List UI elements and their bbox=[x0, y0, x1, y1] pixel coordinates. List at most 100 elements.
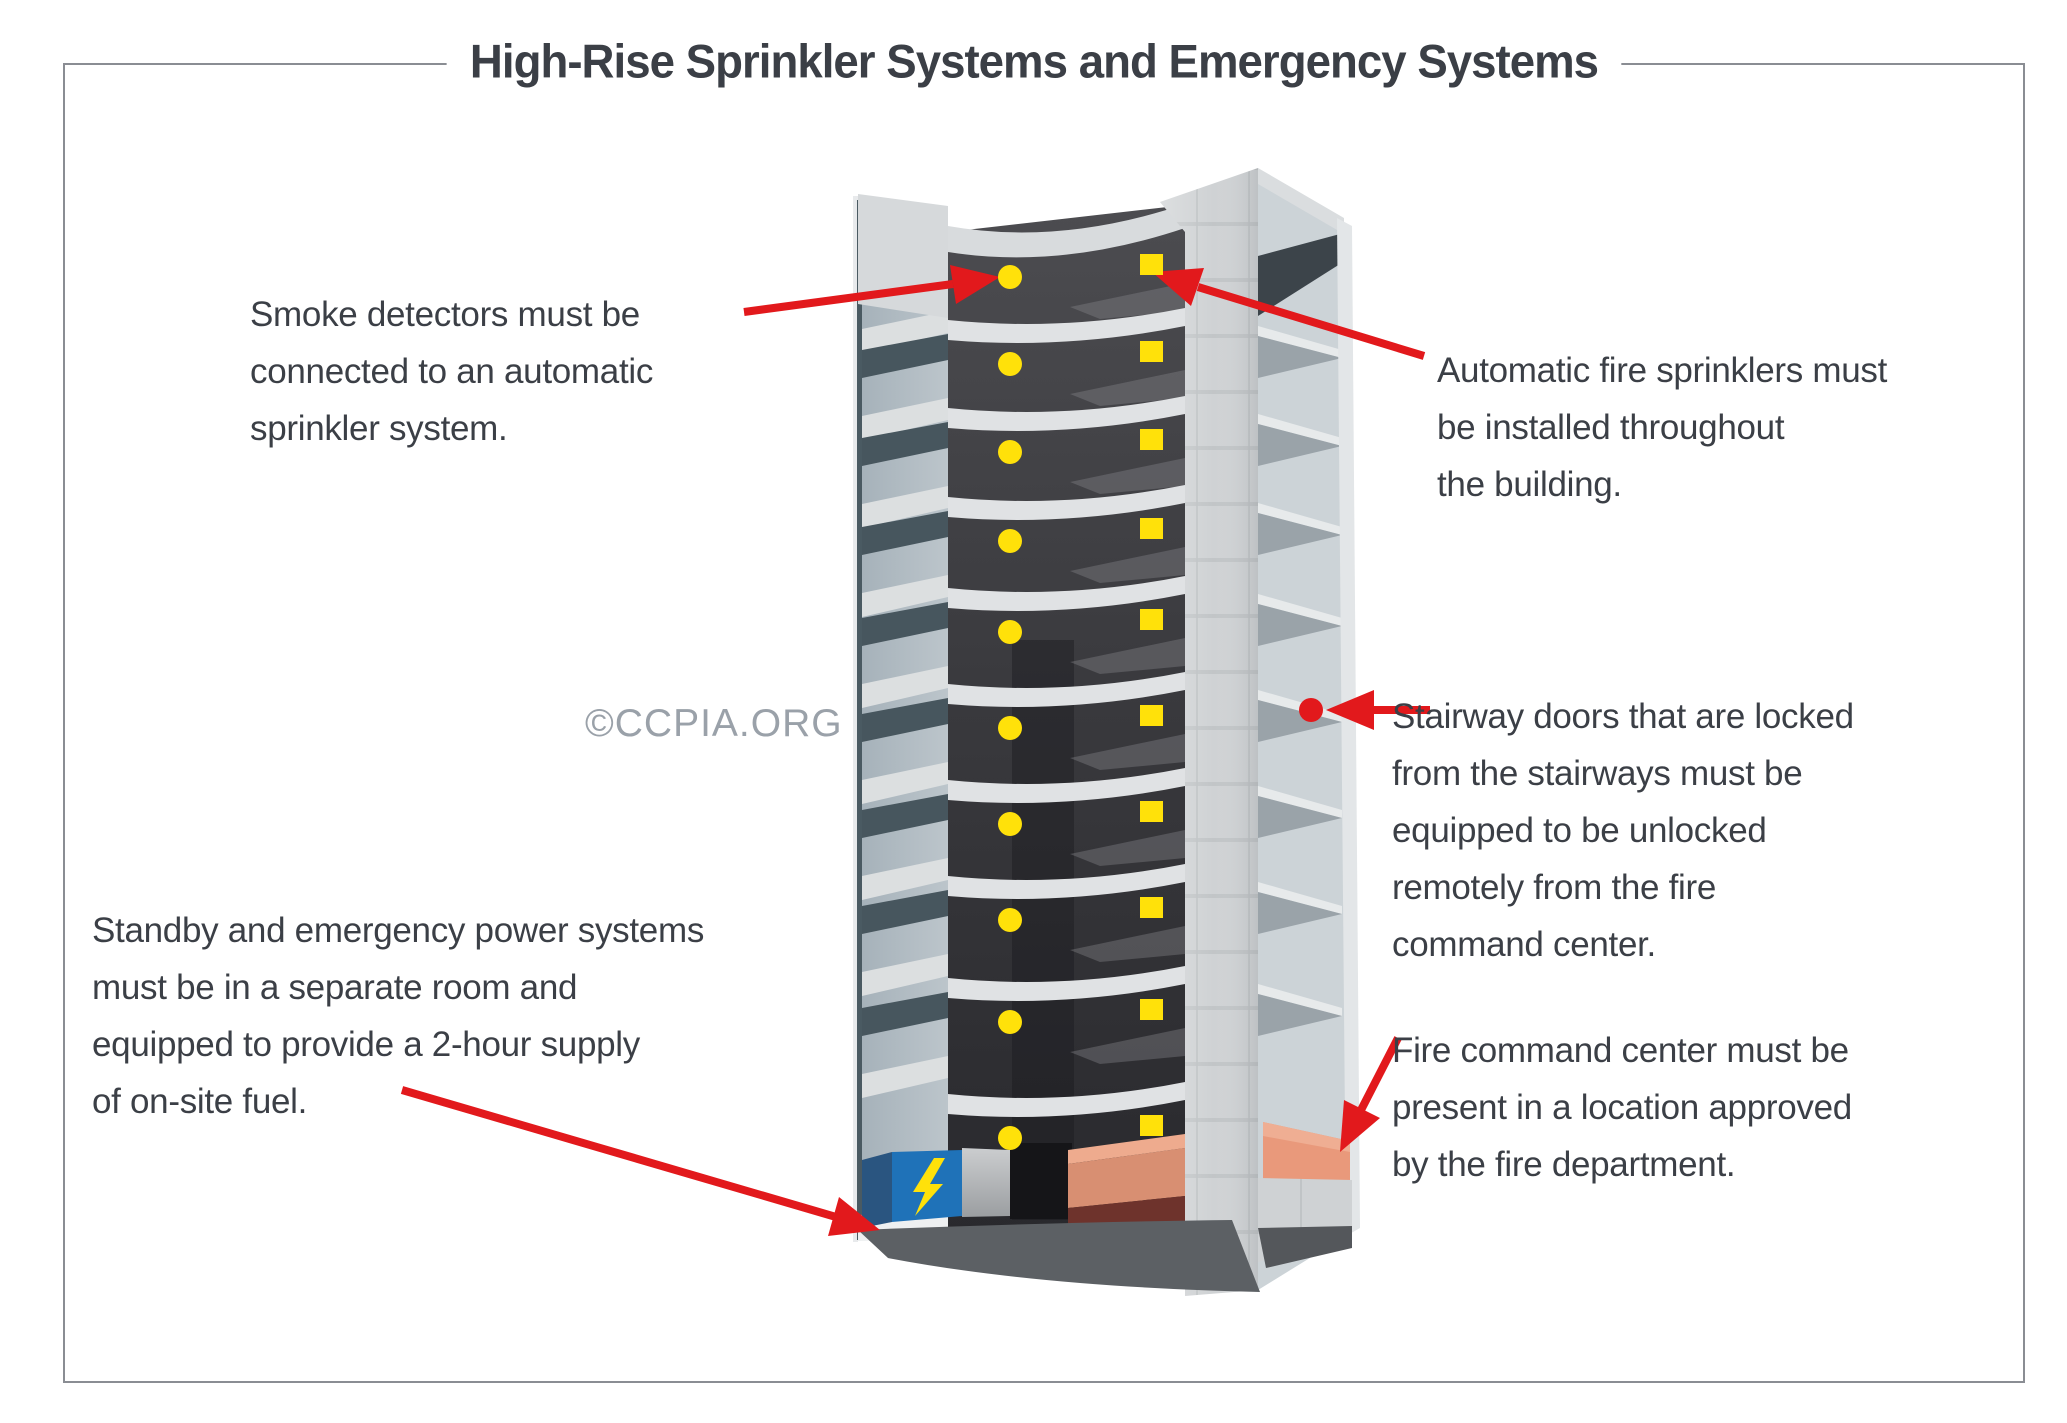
smoke-detector-marker bbox=[998, 812, 1022, 836]
smoke-detector-marker bbox=[998, 1010, 1022, 1034]
right-floor-bands bbox=[1258, 326, 1342, 1036]
smoke-detector-marker bbox=[998, 1126, 1022, 1150]
right-corner-strip bbox=[1337, 218, 1360, 1236]
left-parapet bbox=[858, 194, 948, 318]
floor-surface-glimpse bbox=[1070, 638, 1185, 674]
annotation-arrows bbox=[400, 265, 1430, 1236]
right-floor-wedge bbox=[1258, 700, 1342, 742]
interior-core-shadow bbox=[1012, 640, 1074, 1220]
left-slab-band bbox=[862, 1056, 948, 1098]
sprinkler-marker bbox=[1140, 705, 1163, 726]
right-slab-band bbox=[1258, 503, 1342, 535]
cutaway-interior bbox=[948, 205, 1185, 1268]
left-slab-band bbox=[862, 762, 948, 804]
smoke-detector-marker bbox=[998, 440, 1022, 464]
fire-command-center-right bbox=[1263, 1122, 1350, 1180]
building-left-shadow bbox=[857, 200, 864, 1240]
right-floor-wedge bbox=[1258, 336, 1342, 378]
floor-surface-glimpse bbox=[1070, 283, 1185, 319]
center-floor-slab bbox=[948, 1082, 1185, 1117]
floor-surface-glimpse bbox=[1070, 1028, 1185, 1064]
sprinkler-marker bbox=[1140, 254, 1163, 275]
arrow-smoke-detectors bbox=[743, 280, 954, 316]
note-fire-command-center: Fire command center must be present in a… bbox=[1392, 1031, 1852, 1184]
left-slab-band bbox=[862, 858, 948, 900]
floor-surface-glimpse bbox=[1070, 370, 1185, 406]
right-slab-band bbox=[1258, 594, 1342, 626]
center-floor-slab bbox=[948, 396, 1185, 431]
arrow-stairway-doors-head bbox=[1326, 690, 1374, 730]
right-floor-wedge bbox=[1258, 796, 1342, 838]
left-ceiling-band bbox=[862, 422, 948, 466]
sprinkler-marker bbox=[1140, 1115, 1163, 1136]
concrete-core-shade bbox=[1160, 168, 1258, 1296]
left-slab-band bbox=[862, 398, 948, 440]
smoke-detector-marker bbox=[998, 620, 1022, 644]
right-slab-band bbox=[1258, 984, 1342, 1016]
right-slab-band bbox=[1258, 786, 1342, 818]
right-roof-edge bbox=[1258, 168, 1344, 234]
sprinkler-marker bbox=[1140, 609, 1163, 630]
center-floor-slab bbox=[948, 864, 1185, 899]
left-ceiling-band bbox=[862, 698, 948, 742]
smoke-detector-marker bbox=[998, 352, 1022, 376]
fire-command-center-box bbox=[1068, 1134, 1185, 1235]
arrow-fire-command bbox=[1356, 1036, 1402, 1114]
figure-title: High-Rise Sprinkler Systems and Emergenc… bbox=[446, 33, 1621, 89]
floor-surface-glimpse bbox=[1070, 458, 1185, 494]
sprinkler-marker bbox=[1140, 341, 1163, 362]
power-box-side bbox=[862, 1152, 892, 1228]
arrow-standby-power bbox=[400, 1086, 838, 1221]
floor-slabs bbox=[948, 308, 1185, 1117]
center-floor-slab bbox=[948, 308, 1185, 343]
right-slab-band bbox=[1258, 414, 1342, 446]
center-floor-slab bbox=[948, 485, 1185, 520]
command-box-top bbox=[1068, 1134, 1185, 1164]
sprinkler-marker bbox=[1140, 518, 1163, 539]
sprinkler-marker bbox=[1140, 429, 1163, 450]
smoke-detector-marker bbox=[998, 265, 1022, 289]
center-floor-slab bbox=[948, 576, 1185, 611]
left-slab-band bbox=[862, 311, 948, 353]
smoke-detector-marker bbox=[998, 716, 1022, 740]
front-parapet bbox=[948, 204, 1185, 258]
standby-power-box bbox=[862, 1150, 962, 1228]
left-slab-band bbox=[862, 486, 948, 528]
stairway-door-dot bbox=[1299, 698, 1323, 722]
center-floor-slab bbox=[948, 966, 1185, 1001]
sprinkler-marker bbox=[1140, 801, 1163, 822]
right-floor-wedge bbox=[1258, 513, 1342, 555]
arrow-standby-power-head bbox=[828, 1197, 880, 1236]
arrow-fire-sprinklers-head bbox=[1152, 268, 1204, 306]
smoke-detector-marker bbox=[998, 908, 1022, 932]
note-stairway-doors: Stairway doors that are locked from the … bbox=[1392, 697, 1854, 964]
note-smoke-detectors: Smoke detectors must be connected to an … bbox=[250, 295, 654, 448]
detector-sprinkler-markers bbox=[998, 254, 1163, 1150]
floor-surface-glimpse bbox=[1070, 547, 1185, 583]
building-left-edge bbox=[853, 196, 858, 1242]
ground-floor-wall bbox=[962, 1148, 1010, 1217]
left-ceiling-band bbox=[862, 334, 948, 378]
sprinkler-marker bbox=[1140, 897, 1163, 918]
left-ceiling-band bbox=[862, 992, 948, 1036]
arrow-fire-sprinklers bbox=[1196, 283, 1426, 360]
right-floor-wedge bbox=[1258, 892, 1342, 934]
ground-floor-dark-room bbox=[1010, 1143, 1072, 1219]
left-ceiling-band bbox=[862, 890, 948, 934]
left-ceiling-band bbox=[862, 511, 948, 555]
left-ceiling-band bbox=[862, 794, 948, 838]
right-floor-wedge bbox=[1258, 994, 1342, 1036]
center-floor-slab bbox=[948, 672, 1185, 707]
right-top-ceiling bbox=[1258, 234, 1340, 316]
left-ceiling-band bbox=[862, 602, 948, 646]
right-slab-band bbox=[1258, 882, 1342, 914]
command-right-top bbox=[1263, 1122, 1350, 1152]
smoke-detector-marker bbox=[998, 529, 1022, 553]
floor-surface-glimpse bbox=[1070, 926, 1185, 962]
watermark: ©CCPIA.ORG bbox=[585, 702, 843, 745]
ground-plane bbox=[858, 1220, 1260, 1292]
right-slab-band bbox=[1258, 326, 1342, 358]
right-floor-wedge bbox=[1258, 604, 1342, 646]
arrow-smoke-detectors-head bbox=[950, 265, 1000, 304]
